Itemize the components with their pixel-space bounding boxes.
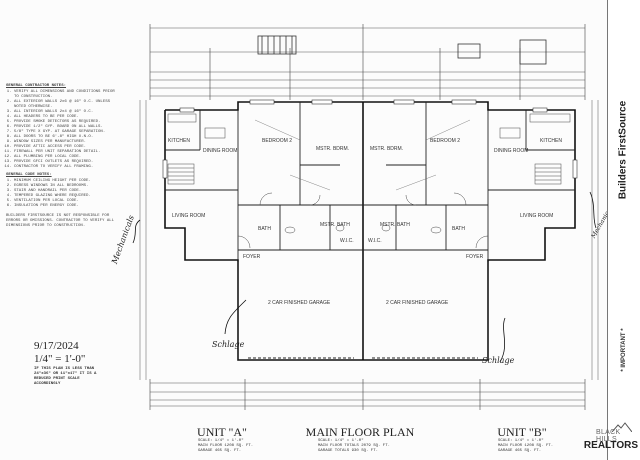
important-notice: * IMPORTANT *	[611, 328, 637, 371]
important-label: * IMPORTANT *	[621, 328, 627, 372]
note-item: ALL HEADERS TO BE PER CODE.	[14, 115, 118, 120]
room-label-bedroom2-b: BEDROOM 2	[430, 138, 461, 144]
main-garage-total: GARAGE TOTALS 930 SQ. FT.	[318, 449, 379, 453]
note-item: TEMPERED GLAZING WHERE REQUIRED.	[14, 194, 118, 199]
watermark-line1: BLACK HILLS	[596, 429, 621, 443]
room-label-living-b: LIVING ROOM	[520, 213, 554, 219]
plan-scale: 1/4" = 1'-0"	[34, 353, 86, 365]
builders-firstsource-logo: Builders FirstSource	[609, 100, 639, 200]
main-floor-plan-subtitle: SCALE: 1/4" = 1'-0" MAIN FLOOR TOTALS 20…	[318, 439, 390, 454]
unit-a-title: UNIT "A"	[197, 425, 247, 439]
disclaimer-text: BUILDERS FIRSTSOURCE IS NOT RESPONSIBLE …	[6, 214, 115, 228]
note-item: STAIR AND HANDRAIL PER CODE.	[14, 189, 118, 194]
room-label-bath-b: BATH	[452, 226, 465, 232]
unit-b-title: UNIT "B"	[497, 425, 547, 439]
general-notes-heading: GENERAL CONTRACTOR NOTES:	[6, 84, 67, 88]
realtors-watermark: BLACK HILLS REALTORS	[584, 422, 640, 460]
unit-a-scale: SCALE: 1/4" = 1'-0"	[198, 439, 244, 443]
room-label-garage-a: 2 CAR FINISHED GARAGE	[268, 300, 331, 306]
code-notes-list: MINIMUM CEILING HEIGHT PER CODE. EGRESS …	[6, 179, 118, 209]
annotation-schlage-b: Schlage	[482, 356, 515, 365]
room-label-wic-b: W.I.C.	[368, 238, 382, 244]
note-item: PROVIDE ATTIC ACCESS PER CODE.	[14, 145, 118, 150]
plan-date: 9/17/2024	[34, 340, 79, 352]
note-item: ALL DOORS TO BE 6'-8" HIGH U.N.O.	[14, 135, 118, 140]
main-scale: SCALE: 1/4" = 1'-0"	[318, 439, 364, 443]
note-item: VERIFY ALL DIMENSIONS AND CONDITIONS PRI…	[14, 90, 118, 100]
general-notes: GENERAL CONTRACTOR NOTES: VERIFY ALL DIM…	[6, 84, 118, 233]
note-item: ALL EXTERIOR WALLS 2x6 @ 16" O.C. UNLESS…	[14, 100, 118, 110]
unit-a-subtitle: SCALE: 1/4" = 1'-0" MAIN FLOOR 1208 SQ. …	[198, 439, 253, 454]
note-item: 5/8" TYPE X GYP. AT GARAGE SEPARATION.	[14, 130, 118, 135]
room-label-master-bath-b: MSTR. BATH	[380, 222, 410, 228]
room-label-kitchen-a: KITCHEN	[168, 138, 190, 144]
room-label-bedroom2-a: BEDROOM 2	[262, 138, 293, 144]
note-item: INSULATION PER ENERGY CODE.	[14, 204, 118, 209]
room-label-wic-a: W.I.C.	[340, 238, 354, 244]
title-block	[607, 0, 640, 460]
room-label-kitchen-b: KITCHEN	[540, 138, 562, 144]
room-label-dining-a: DINING ROOM	[203, 148, 238, 154]
unit-b-garage-area: GARAGE 465 SQ. FT.	[498, 449, 542, 453]
room-label-foyer-b: FOYER	[466, 254, 484, 260]
note-item: MINIMUM CEILING HEIGHT PER CODE.	[14, 179, 118, 184]
room-label-master-bedroom-b: MSTR. BDRM.	[370, 146, 404, 152]
unit-b-floor-area: MAIN FLOOR 1208 SQ. FT.	[498, 444, 554, 448]
mountain-logo-icon	[612, 422, 632, 432]
room-label-garage-b: 2 CAR FINISHED GARAGE	[386, 300, 449, 306]
unit-a-garage-area: GARAGE 465 SQ. FT.	[198, 449, 242, 453]
note-item: CONTRACTOR TO VERIFY ALL FRAMING.	[14, 165, 118, 170]
note-item: PROVIDE 1/2" GYP. BOARD ON ALL WALLS.	[14, 125, 118, 130]
general-notes-list: VERIFY ALL DIMENSIONS AND CONDITIONS PRI…	[6, 90, 118, 170]
note-item: EGRESS WINDOWS IN ALL BEDROOMS.	[14, 184, 118, 189]
note-item: WINDOW SIZES PER MANUFACTURER.	[14, 140, 118, 145]
room-label-master-bedroom-a: MSTR. BDRM.	[316, 146, 350, 152]
room-label-foyer-a: FOYER	[243, 254, 261, 260]
room-label-bath-a: BATH	[258, 226, 271, 232]
note-item: FIREWALL PER UNIT SEPARATION DETAIL.	[14, 150, 118, 155]
watermark-line2: REALTORS	[583, 440, 638, 451]
room-label-master-bath-a: MSTR. BATH	[320, 222, 350, 228]
unit-a-floor-area: MAIN FLOOR 1208 SQ. FT.	[198, 444, 254, 448]
room-label-dining-b: DINING ROOM	[494, 148, 529, 154]
code-notes-heading: GENERAL CODE NOTES:	[6, 173, 52, 177]
scale-note: IF THIS PLAN IS LESS THAN 24"x36" OR 11"…	[34, 367, 97, 386]
annotation-schlage-a: Schlage	[212, 340, 245, 349]
main-floor-total: MAIN FLOOR TOTALS 2079 SQ. FT.	[318, 444, 391, 448]
brand-name: Builders FirstSource	[617, 100, 629, 200]
note-item: ALL INTERIOR WALLS 2x4 @ 16" O.C.	[14, 110, 118, 115]
note-item: PROVIDE GFCI OUTLETS AS REQUIRED.	[14, 160, 118, 165]
note-item: ALL PLUMBING PER LOCAL CODE.	[14, 155, 118, 160]
room-label-living-a: LIVING ROOM	[172, 213, 206, 219]
note-item: VENTILATION PER LOCAL CODE.	[14, 199, 118, 204]
unit-b-scale: SCALE: 1/4" = 1'-0"	[498, 439, 544, 443]
note-item: PROVIDE SMOKE DETECTORS AS REQUIRED.	[14, 120, 118, 125]
unit-b-subtitle: SCALE: 1/4" = 1'-0" MAIN FLOOR 1208 SQ. …	[498, 439, 553, 454]
main-floor-plan-title: MAIN FLOOR PLAN	[305, 425, 415, 439]
